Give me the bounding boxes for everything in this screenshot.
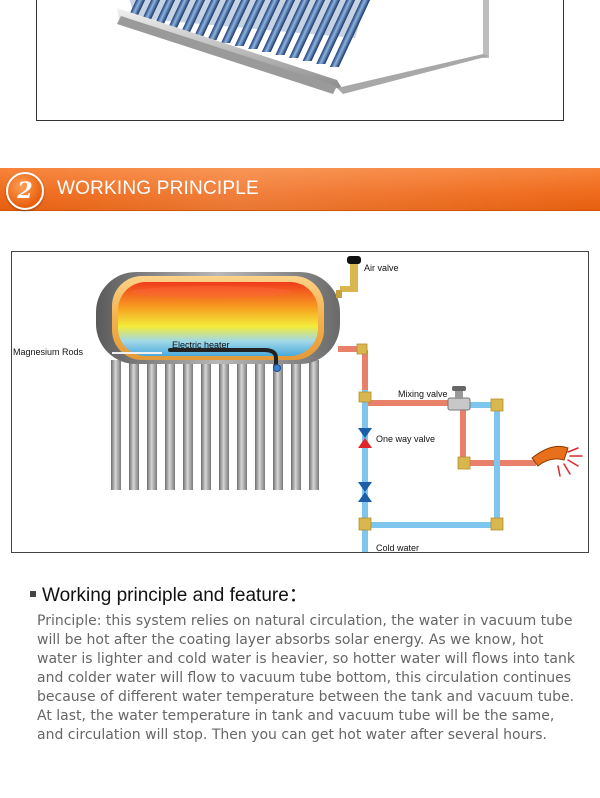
section-title: WORKING PRINCIPLE xyxy=(57,178,259,199)
electric-heater-label: Electric heater xyxy=(172,340,230,350)
air-valve xyxy=(336,256,361,298)
one-way-valve-label: One way valve xyxy=(376,434,435,444)
pipe-joint xyxy=(358,391,372,403)
vacuum-tube xyxy=(111,360,121,490)
feature-heading-text: Working principle and feature： xyxy=(42,585,308,606)
cold-water-label: Cold water xyxy=(376,543,419,552)
one-way-valve-red xyxy=(358,428,372,448)
vacuum-tubes xyxy=(111,360,319,490)
feature-heading: Working principle and feature： xyxy=(30,580,308,607)
system-diagram-svg: Air valve Magnesium Rods Electric heater… xyxy=(13,256,583,552)
band-highlight xyxy=(0,168,600,210)
vacuum-tube xyxy=(201,360,211,490)
mixing-valve-label: Mixing valve xyxy=(398,389,448,399)
vacuum-tube xyxy=(129,360,139,490)
vacuum-tube xyxy=(291,360,301,490)
section-number-badge: 2 xyxy=(6,172,44,210)
hot-water-pipes xyxy=(338,346,536,466)
vacuum-tube xyxy=(273,360,283,490)
working-principle-diagram: Air valve Magnesium Rods Electric heater… xyxy=(11,251,589,553)
vacuum-tube xyxy=(309,360,319,490)
electric-heater xyxy=(168,348,278,366)
vacuum-tube xyxy=(255,360,265,490)
pipe-joint xyxy=(358,517,372,531)
water-tank xyxy=(96,272,340,372)
pipe-joint xyxy=(490,398,504,412)
pipe-joints xyxy=(356,343,504,531)
vacuum-tube xyxy=(147,360,157,490)
pipe-joint xyxy=(457,456,471,470)
pipe-joint xyxy=(356,343,368,355)
air-valve-label: Air valve xyxy=(364,263,399,273)
solar-collector-photo xyxy=(36,0,564,121)
vacuum-tube xyxy=(219,360,229,490)
one-way-valve-blue xyxy=(358,482,372,502)
vacuum-tube xyxy=(237,360,247,490)
square-bullet-icon xyxy=(30,590,36,597)
cold-water-pipes xyxy=(362,390,500,552)
solar-collector-illustration xyxy=(117,0,489,94)
shower-head xyxy=(531,445,583,477)
feature-description: Principle: this system relies on natural… xyxy=(37,613,575,743)
magnesium-rods-label: Magnesium Rods xyxy=(13,347,84,357)
vacuum-tube xyxy=(183,360,193,490)
mixing-valve xyxy=(447,386,471,411)
section-header-band: 2 WORKING PRINCIPLE xyxy=(0,168,600,211)
pipe-joint xyxy=(490,517,504,531)
vacuum-tube xyxy=(165,360,175,490)
water-spray xyxy=(557,447,583,477)
